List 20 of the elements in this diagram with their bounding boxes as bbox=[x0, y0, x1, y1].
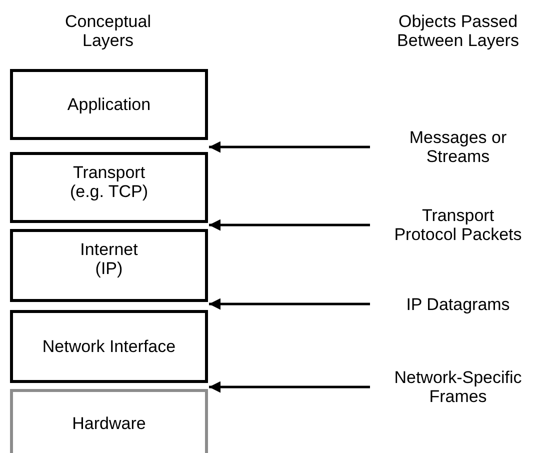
layer-name: Application bbox=[66, 95, 152, 114]
layer-box bbox=[10, 229, 208, 302]
layer-box bbox=[10, 69, 208, 140]
column-heading: Conceptual Layers bbox=[64, 12, 152, 50]
layer-box bbox=[10, 389, 208, 453]
arrow bbox=[209, 141, 370, 153]
arrow bbox=[209, 381, 370, 393]
layer-name: Internet (IP) bbox=[79, 240, 139, 278]
object-label: Network-Specific Frames bbox=[393, 368, 523, 406]
object-label: IP Datagrams bbox=[405, 294, 511, 314]
object-label: Transport Protocol Packets bbox=[393, 206, 523, 244]
layer-box bbox=[10, 152, 208, 223]
layer-name: Hardware bbox=[71, 414, 147, 433]
layer-name: Network Interface bbox=[41, 337, 177, 356]
layer-box bbox=[10, 310, 208, 383]
arrow bbox=[209, 298, 370, 310]
arrow bbox=[209, 219, 370, 231]
object-label: Messages or Streams bbox=[408, 128, 508, 166]
layer-name: Transport (e.g. TCP) bbox=[68, 163, 150, 201]
column-heading: Objects Passed Between Layers bbox=[396, 12, 520, 50]
